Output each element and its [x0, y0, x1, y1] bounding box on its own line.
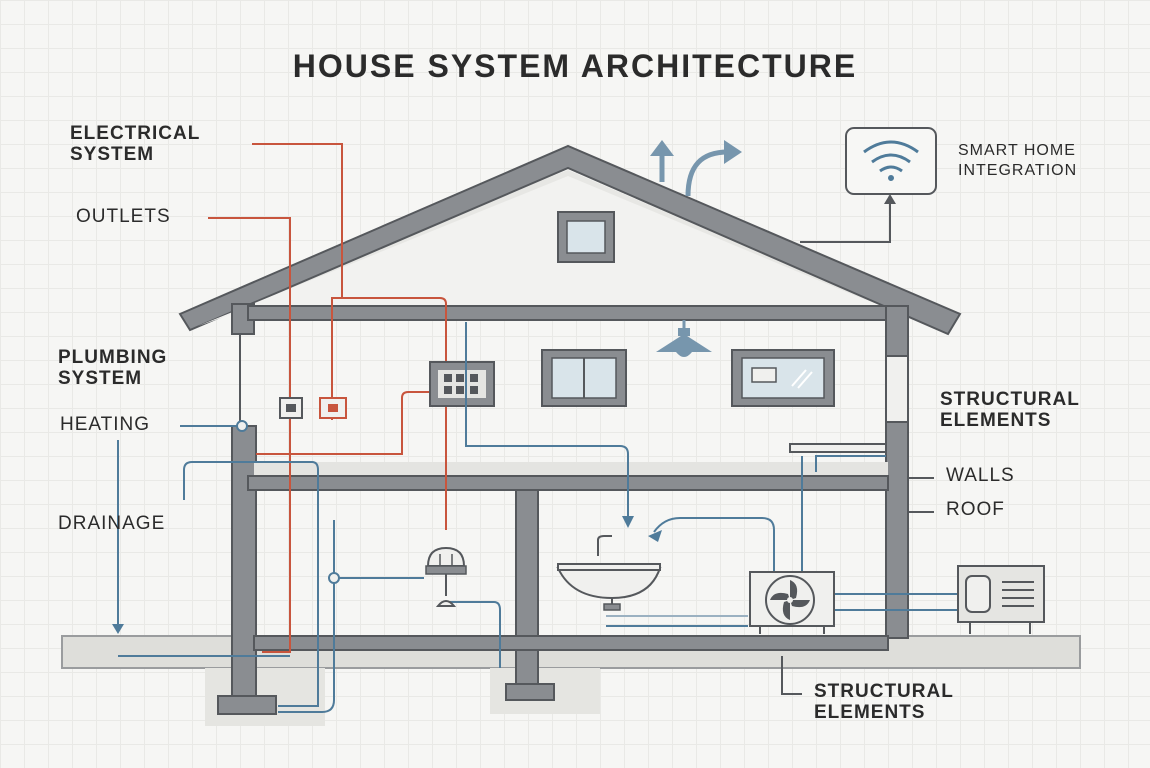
house-structure [217, 303, 909, 715]
sink-icon [556, 535, 662, 611]
window-middle [541, 349, 627, 407]
plumbing-pipes [117, 322, 958, 713]
water-heater-icon [425, 546, 467, 607]
outdoor-unit-icon [957, 565, 1045, 634]
label-electrical-system: ELECTRICAL SYSTEM [70, 123, 201, 165]
window-right [731, 349, 835, 407]
label-plumbing-system: PLUMBING SYSTEM [58, 347, 168, 389]
breaker-panel-icon [429, 361, 495, 407]
label-smart-home-integration: SMART HOME INTEGRATION [958, 142, 1078, 179]
outlet-icon [279, 397, 303, 419]
page-title: HOUSE SYSTEM ARCHITECTURE [292, 48, 858, 84]
fan-unit-icon [749, 571, 835, 634]
label-structural-elements-bottom: STRUCTURAL ELEMENTS [814, 681, 954, 723]
counter-shelf [789, 443, 887, 453]
label-outlets: OUTLETS [76, 206, 171, 227]
label-drainage: DRAINAGE [58, 513, 166, 534]
roof [178, 144, 962, 336]
wifi-icon [845, 127, 937, 195]
attic-window [557, 211, 615, 263]
label-walls: WALLS [946, 465, 1015, 486]
outlet-icon [319, 397, 347, 419]
label-heating: HEATING [60, 414, 151, 435]
ceiling-lamp-icon [656, 320, 712, 357]
vent-arrow-icon [650, 140, 742, 197]
callout-lines [781, 477, 934, 695]
electrical-wires [208, 143, 447, 653]
label-structural-elements-right: STRUCTURAL ELEMENTS [940, 389, 1080, 431]
label-roof: ROOF [946, 499, 1005, 520]
smart-home-connector [800, 200, 891, 243]
